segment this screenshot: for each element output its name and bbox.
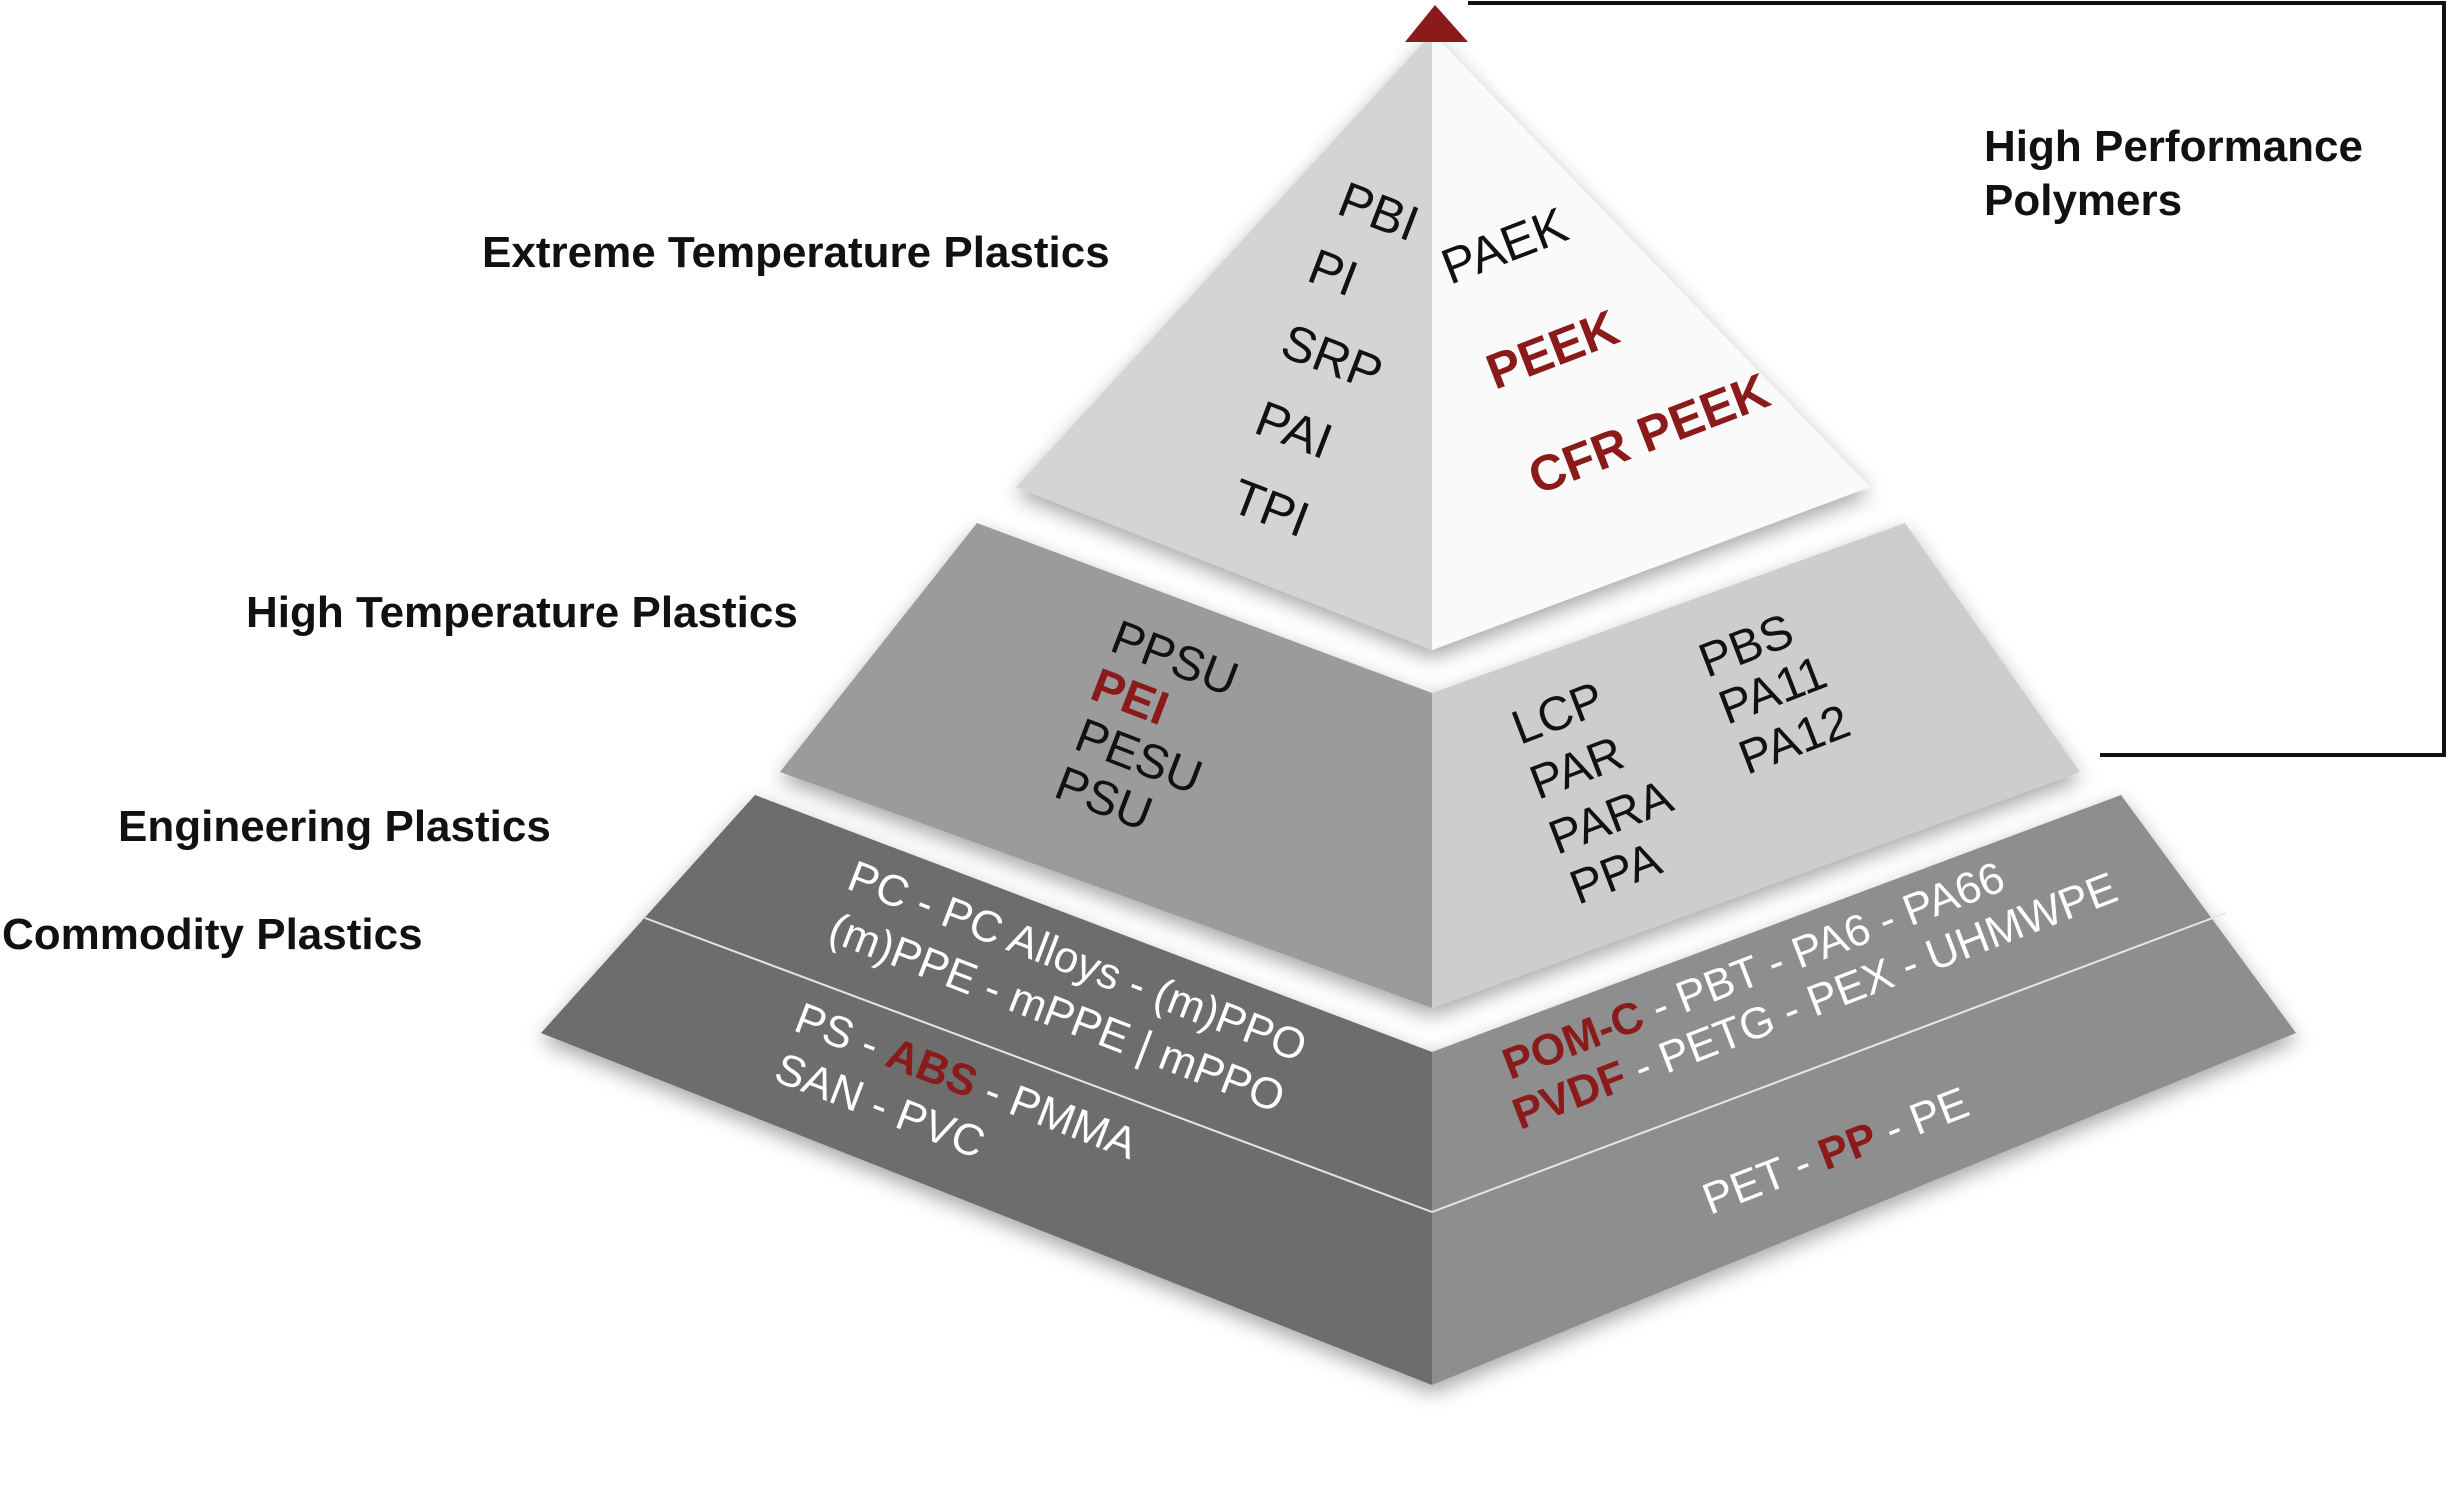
top-right-face bbox=[1432, 33, 1870, 650]
middle-tier bbox=[780, 523, 2080, 1008]
base-left-face bbox=[541, 795, 1432, 1385]
label-engineering: Engineering Plastics bbox=[118, 802, 551, 851]
label-high-temperature: High Temperature Plastics bbox=[246, 588, 798, 637]
top-tier bbox=[1016, 33, 1870, 650]
label-commodity: Commodity Plastics bbox=[2, 910, 423, 959]
base-divider-left bbox=[644, 917, 1433, 1213]
label-hpp-line2: Polymers bbox=[1984, 176, 2183, 225]
apex-marker bbox=[1405, 5, 1468, 42]
label-hpp-line1: High Performance bbox=[1984, 122, 2363, 171]
base-tier bbox=[541, 795, 2296, 1385]
mid-right-face bbox=[1432, 523, 2080, 1008]
base-divider-right bbox=[1431, 912, 2227, 1213]
label-extreme-temperature: Extreme Temperature Plastics bbox=[482, 228, 1110, 277]
top-left-face bbox=[1016, 33, 1432, 650]
mid-left-face bbox=[780, 523, 1432, 1008]
hpp-bracket-line bbox=[1468, 1, 2446, 757]
base-right-face bbox=[1432, 795, 2296, 1385]
